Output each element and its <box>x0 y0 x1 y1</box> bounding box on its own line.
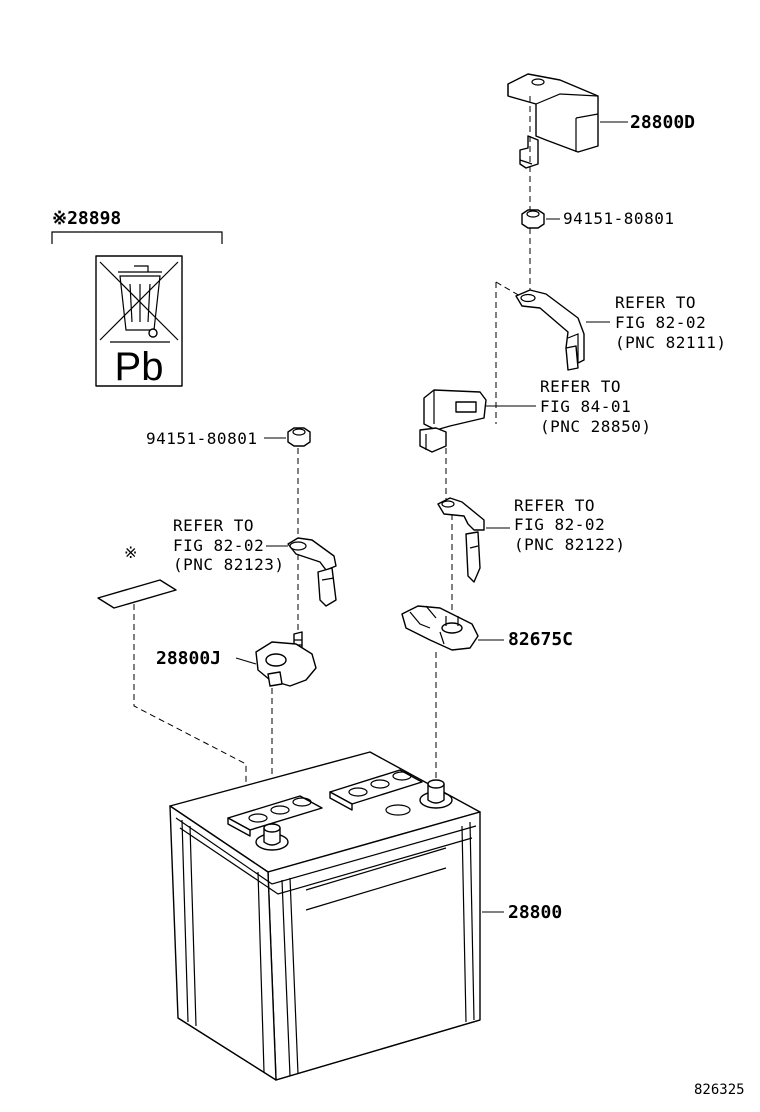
negative-post <box>255 823 289 851</box>
assembly-line-sticker <box>133 604 247 810</box>
ref-82123-line2: FIG 82-02 <box>173 536 264 555</box>
ref-82111-line3: (PNC 82111) <box>615 333 726 352</box>
label-terminal-cover: 28800D <box>630 112 695 133</box>
recycle-label-group: ※28898 Pb <box>51 208 223 389</box>
ref-82122-line1: REFER TO <box>514 496 595 515</box>
cable-terminal-82122 <box>437 497 485 583</box>
ref-28850-line2: FIG 84-01 <box>540 397 631 416</box>
label-left-nut: 94151-80801 <box>146 429 257 448</box>
label-positive-clamp: 82675C <box>508 629 573 650</box>
label-battery: 28800 <box>508 902 562 923</box>
terminal-cover <box>507 73 599 169</box>
assembly-line-fuse-top <box>495 281 521 297</box>
crossed-bin-icon <box>99 261 179 343</box>
label-upper-nut: 94151-80801 <box>563 209 674 228</box>
positive-post <box>419 779 453 809</box>
battery <box>169 751 481 1081</box>
ref-82123-line1: REFER TO <box>173 516 254 535</box>
positive-terminal-clamp <box>401 605 479 651</box>
positive-cable-terminal <box>515 289 585 371</box>
figure-number: 826325 <box>694 1082 745 1098</box>
ref-82111-line2: FIG 82-02 <box>615 313 706 332</box>
recycle-label-card <box>95 255 183 387</box>
fuse-block <box>419 389 487 453</box>
sticker-mark: ※ <box>124 543 138 562</box>
negative-cable-terminal <box>287 537 337 607</box>
pb-symbol: Pb <box>115 345 164 389</box>
ref-28850-line1: REFER TO <box>540 377 621 396</box>
ref-82122-line3: (PNC 82122) <box>514 535 625 554</box>
upper-nut <box>521 209 545 229</box>
ref-82122-line2: FIG 82-02 <box>514 515 605 534</box>
left-nut <box>287 427 311 447</box>
label-negative-clamp: 28800J <box>156 648 221 669</box>
recycle-label-bracket <box>51 231 223 244</box>
negative-terminal-clamp <box>255 631 317 687</box>
warning-sticker <box>97 579 177 609</box>
ref-28850-line3: (PNC 28850) <box>540 417 651 436</box>
ref-82123-line3: (PNC 82123) <box>173 555 284 574</box>
recycle-label-part-number: ※28898 <box>52 208 121 229</box>
leader-negative-clamp <box>235 657 257 665</box>
ref-82111-line1: REFER TO <box>615 293 696 312</box>
